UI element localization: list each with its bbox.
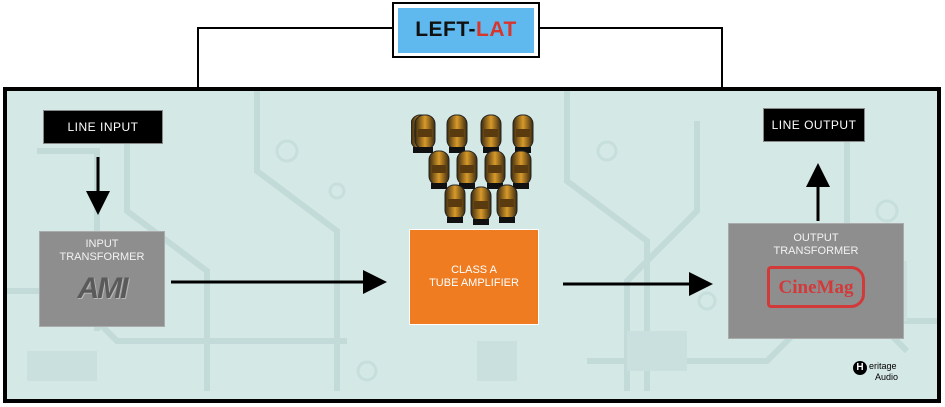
channel-title: LEFT-LAT — [398, 7, 534, 53]
signal-arrows — [86, 157, 830, 296]
input-transformer-box: INPUT TRANSFORMER AMI — [39, 231, 165, 327]
heritage-mark-icon: H — [853, 361, 867, 375]
channel-title-box: LEFT-LAT — [392, 2, 540, 58]
amplifier-label-1: CLASS A — [451, 264, 497, 276]
vacuum-tubes-image — [411, 114, 534, 226]
output-transformer-box: OUTPUT TRANSFORMER CineMag — [728, 223, 904, 339]
amplifier-label-2: TUBE AMPLIFIER — [429, 277, 519, 289]
output-transformer-label-2: TRANSFORMER — [773, 245, 859, 257]
heritage-audio-logo: H eritage Audio — [853, 359, 913, 389]
channel-title-main: LEFT- — [415, 18, 477, 41]
signal-flow-panel: LINE INPUT INPUT TRANSFORMER AMI CLASS A… — [3, 87, 941, 403]
input-transformer-label-1: INPUT — [85, 238, 119, 250]
output-transformer-label-1: OUTPUT — [793, 232, 839, 244]
cinemag-logo-text: CineMag — [778, 276, 854, 298]
line-input-label: LINE INPUT — [67, 120, 139, 134]
line-output-label: LINE OUTPUT — [771, 118, 857, 132]
line-output-box: LINE OUTPUT — [763, 108, 865, 142]
line-input-box: LINE INPUT — [43, 110, 163, 144]
tube-amplifier-box: CLASS A TUBE AMPLIFIER — [409, 229, 539, 325]
heritage-text: eritage — [869, 361, 897, 371]
ami-logo: AMI — [77, 272, 129, 305]
input-transformer-label-2: TRANSFORMER — [59, 251, 145, 263]
cinemag-logo: CineMag — [767, 266, 865, 308]
audio-text: Audio — [875, 372, 899, 382]
channel-title-accent: LAT — [476, 18, 517, 41]
